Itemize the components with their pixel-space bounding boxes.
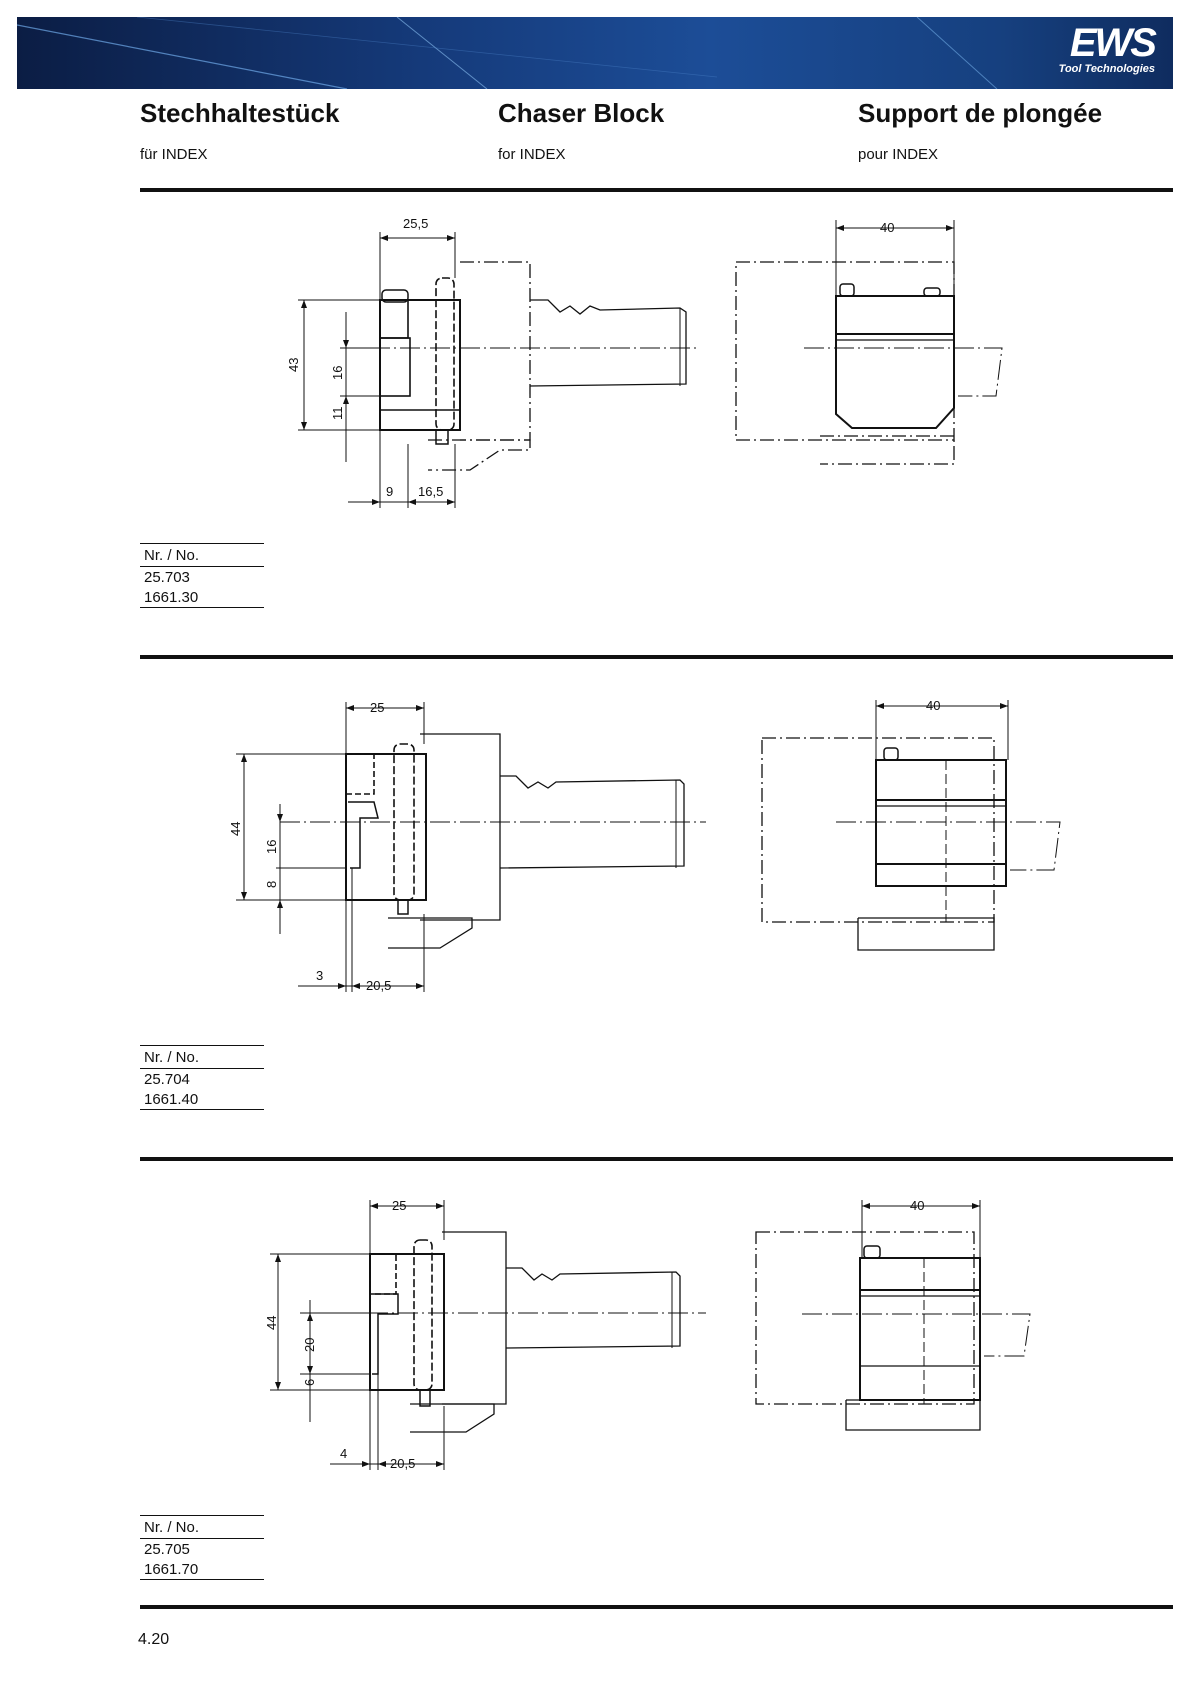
dim-height-total: 43: [286, 358, 301, 372]
dim-height-total: 44: [264, 1316, 279, 1330]
order-number: 1661.70: [140, 1559, 264, 1579]
dim-inner-b: 8: [264, 881, 279, 888]
dim-inner-a: 16: [264, 840, 279, 854]
dim-bottom-a: 4: [340, 1446, 347, 1461]
technical-drawing-2: 25 44 16 8 3 20,5 40: [0, 672, 1190, 1092]
title-french: Support de plongée: [858, 98, 1102, 129]
section-divider: [140, 655, 1173, 659]
dim-inner-b: 6: [302, 1379, 317, 1386]
section-divider: [140, 188, 1173, 192]
part-table-header: Nr. / No.: [140, 1046, 264, 1068]
dim-bottom-a: 9: [386, 484, 393, 499]
section-divider: [140, 1605, 1173, 1609]
order-number: 1661.40: [140, 1089, 264, 1109]
subtitle-english: for INDEX: [498, 146, 566, 163]
part-number: 25.704: [140, 1069, 264, 1089]
logo-text: EWS: [1059, 23, 1155, 63]
part-table-header: Nr. / No.: [140, 544, 264, 566]
pin: [414, 1240, 432, 1390]
dim-inner-b: 11: [330, 407, 345, 421]
ews-logo: EWS Tool Technologies: [1059, 23, 1155, 76]
block-body: [370, 1254, 444, 1390]
dim-width-top: 25: [392, 1198, 406, 1213]
dim-inner-a: 20: [302, 1338, 317, 1352]
logo-tagline: Tool Technologies: [1059, 63, 1155, 76]
section-divider: [140, 1157, 1173, 1161]
dim-bottom-a: 3: [316, 968, 323, 983]
dim-width-top: 25,5: [403, 216, 428, 231]
part-table-header: Nr. / No.: [140, 1516, 264, 1538]
title-english: Chaser Block: [498, 98, 664, 129]
part-number: 25.705: [140, 1539, 264, 1559]
subtitle-french: pour INDEX: [858, 146, 938, 163]
dim-height-total: 44: [228, 822, 243, 836]
page-number: 4.20: [138, 1631, 169, 1649]
part-number-table-3: Nr. / No. 25.705 1661.70: [140, 1515, 264, 1580]
subtitle-german: für INDEX: [140, 146, 208, 163]
dim-front-width: 40: [880, 220, 894, 235]
order-number: 1661.30: [140, 587, 264, 607]
banner-streaks: [17, 17, 1173, 89]
part-number-table-1: Nr. / No. 25.703 1661.30: [140, 543, 264, 608]
header-banner: EWS Tool Technologies: [17, 17, 1173, 89]
dim-bottom-b: 20,5: [366, 978, 391, 993]
dim-width-top: 25: [370, 700, 384, 715]
title-german: Stechhaltestück: [140, 98, 339, 129]
dim-front-width: 40: [910, 1198, 924, 1213]
dim-inner-a: 16: [330, 366, 345, 380]
dim-bottom-b: 16,5: [418, 484, 443, 499]
dim-front-width: 40: [926, 698, 940, 713]
part-number: 25.703: [140, 567, 264, 587]
part-number-table-2: Nr. / No. 25.704 1661.40: [140, 1045, 264, 1110]
dim-bottom-b: 20,5: [390, 1456, 415, 1471]
